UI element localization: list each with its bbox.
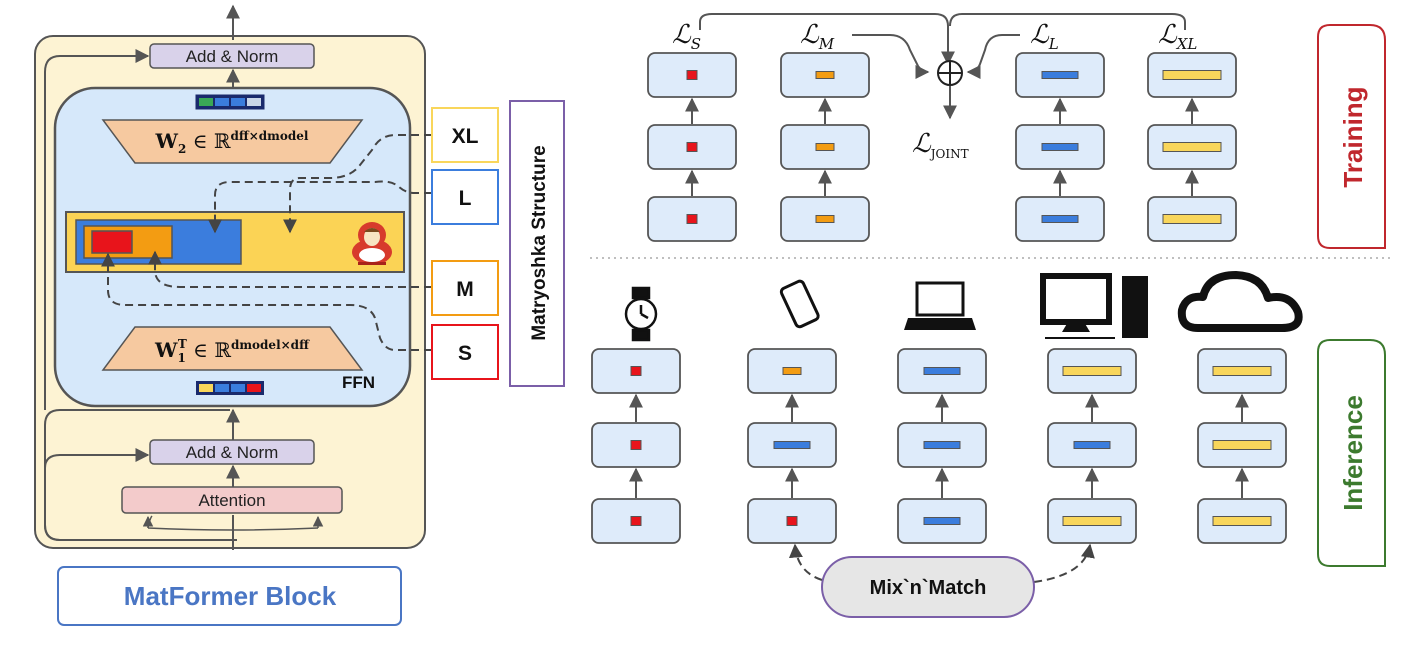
size-box-m	[431, 260, 499, 316]
residual-line-attn	[44, 448, 233, 541]
size-label-xl: XL	[452, 125, 479, 148]
loss-m: ℒM	[800, 20, 835, 53]
phone-icon	[779, 279, 820, 329]
inference-submodel-m	[782, 367, 802, 375]
w2-label: W2 ∈ ℝdff×dmodel	[155, 129, 309, 156]
inference-column-2	[747, 348, 837, 544]
training-submodel-s	[686, 70, 698, 80]
size-routing-lines	[101, 134, 432, 351]
loss-l: ℒL	[1030, 20, 1059, 53]
size-label-m: M	[456, 278, 474, 301]
loss-xl: ℒXL	[1158, 20, 1197, 53]
w2-matrix	[101, 119, 364, 164]
inference-submodel-xl	[1212, 440, 1272, 450]
desktop-icon	[1040, 273, 1148, 339]
sum-node	[937, 60, 963, 86]
w1-matrix	[101, 326, 364, 371]
inference-column-5	[1197, 348, 1287, 544]
training-submodel-l	[1041, 143, 1079, 151]
loss-s: ℒS	[672, 20, 701, 53]
block-caption: MatFormer Block	[124, 581, 337, 611]
inference-submodel-l	[923, 517, 961, 525]
ffn-label: FFN	[342, 373, 375, 392]
training-submodel-m	[815, 71, 835, 79]
training-submodel-xl	[1162, 214, 1222, 224]
laptop-icon	[904, 281, 976, 330]
training-submodel-m	[815, 215, 835, 223]
inference-column-4	[1047, 348, 1137, 544]
inference-section	[591, 348, 1287, 544]
training-submodel-xl	[1162, 142, 1222, 152]
mixnmatch: Mix`n`Match	[788, 543, 1095, 618]
inference-submodel-s	[630, 366, 642, 376]
training-submodel-l	[1041, 71, 1079, 79]
watch-icon	[624, 286, 658, 342]
matryoshka-structure-label: Matryoshka Structure	[529, 145, 550, 340]
inference-submodel-l	[1073, 441, 1111, 449]
inference-label-box: Inference	[1317, 339, 1386, 567]
inference-submodel-l	[773, 441, 811, 449]
training-submodel-l	[1041, 215, 1079, 223]
inference-submodel-l	[923, 441, 961, 449]
training-submodel-s	[686, 142, 698, 152]
size-box-l	[431, 169, 499, 225]
training-submodel-m	[815, 143, 835, 151]
training-column-3	[1015, 52, 1105, 242]
inference-column-3	[897, 348, 987, 544]
loss-connections	[699, 13, 1186, 120]
nested-hidden-layer	[65, 211, 405, 273]
mixnmatch-label: Mix`n`Match	[870, 577, 987, 599]
matryoshka-doll-icon	[352, 222, 392, 265]
size-labels: XL L M S Matryoshka Structure	[431, 100, 565, 387]
cloud-icon	[1177, 271, 1303, 332]
size-label-s: S	[458, 342, 472, 365]
residual-line-top	[44, 49, 150, 410]
training-label: Training	[1338, 86, 1368, 187]
add-norm-top-box	[149, 43, 315, 69]
size-label-l: L	[459, 187, 472, 210]
size-box-xl	[431, 107, 499, 163]
inference-label: Inference	[1338, 395, 1368, 511]
size-box-s	[431, 324, 499, 380]
training-section	[647, 52, 1237, 242]
training-column-1	[647, 52, 737, 242]
inference-submodel-l	[923, 367, 961, 375]
inference-submodel-xl	[1062, 366, 1122, 376]
training-label-box: Training	[1317, 24, 1386, 249]
training-submodel-xl	[1162, 70, 1222, 80]
add-norm-bottom-label: Add & Norm	[186, 443, 279, 462]
mixnmatch-pill	[821, 556, 1035, 618]
training-column-2	[780, 52, 870, 242]
inference-submodel-xl	[1062, 516, 1122, 526]
inference-submodel-xl	[1212, 516, 1272, 526]
matformer-block: Add & Norm FFN W2 ∈ ℝdff×dmodel	[34, 4, 426, 626]
w1-label: W1T ∈ ℝdmodel×dff	[154, 337, 310, 365]
output-vector	[195, 94, 265, 110]
inference-submodel-s	[630, 516, 642, 526]
caption-box	[57, 566, 402, 626]
inference-column-1	[591, 348, 681, 544]
inference-submodel-s	[630, 440, 642, 450]
inference-submodel-s	[786, 516, 798, 526]
add-norm-top-label: Add & Norm	[186, 47, 279, 66]
matryoshka-structure-box	[509, 100, 565, 387]
attention-label: Attention	[198, 491, 265, 510]
inference-submodel-xl	[1212, 366, 1272, 376]
training-submodel-s	[686, 214, 698, 224]
loss-joint: ℒJOINT	[912, 129, 969, 161]
input-vector	[196, 381, 264, 395]
training-column-4	[1147, 52, 1237, 242]
